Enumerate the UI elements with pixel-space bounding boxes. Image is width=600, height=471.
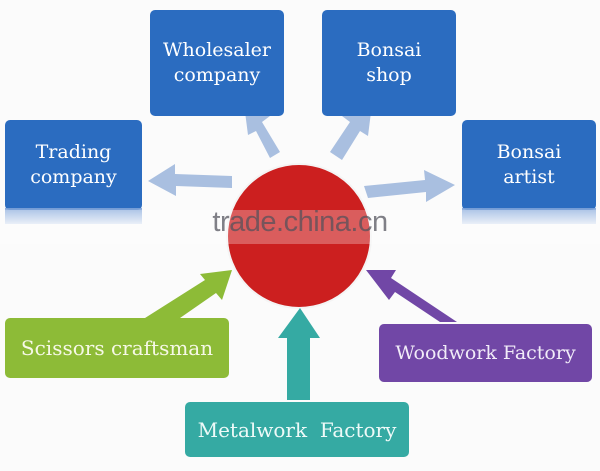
bonsai-shop-line1: Bonsai xyxy=(356,39,422,61)
watermark: trade.china.cn xyxy=(212,206,388,238)
bonsai-shop-line2: shop xyxy=(366,64,412,86)
bonsai-artist-box: Bonsai artist xyxy=(462,120,596,210)
wholesaler-company-line1: Wholesaler xyxy=(162,39,271,61)
woodwork-factory-label: Woodwork Factory xyxy=(395,342,576,364)
arrow-to-trading xyxy=(148,164,232,196)
trading-company-reflection xyxy=(5,208,142,224)
bonsai-shop-box: Bonsai shop xyxy=(322,10,456,116)
arrow-to-wholesaler xyxy=(244,104,280,158)
bonsai-artist-line2: artist xyxy=(503,166,555,188)
trading-company-line1: Trading xyxy=(35,141,112,163)
arrow-from-scissors xyxy=(145,270,232,318)
center-circle xyxy=(226,163,372,309)
arrow-to-bonsai-shop xyxy=(330,104,372,160)
metalwork-factory-label: Metalwork Factory xyxy=(197,417,397,442)
arrow-from-metalwork xyxy=(278,308,320,400)
trading-company-box: Trading company xyxy=(5,120,142,210)
wholesaler-company-box: Wholesaler company xyxy=(150,10,284,116)
bonsai-artist-reflection xyxy=(462,208,596,224)
bonsai-artist-line1: Bonsai xyxy=(496,141,562,163)
arrow-from-woodwork xyxy=(366,270,457,322)
arrow-to-bonsai-artist xyxy=(364,170,455,202)
scissors-craftsman-label: Scissors craftsman xyxy=(20,336,214,360)
scissors-craftsman-box: Scissors craftsman xyxy=(5,318,229,378)
metalwork-factory-box: Metalwork Factory xyxy=(185,402,409,457)
watermark-band xyxy=(0,210,600,244)
trading-company-line2: company xyxy=(30,166,117,188)
woodwork-factory-box: Woodwork Factory xyxy=(379,324,592,382)
wholesaler-company-line2: company xyxy=(173,64,261,86)
